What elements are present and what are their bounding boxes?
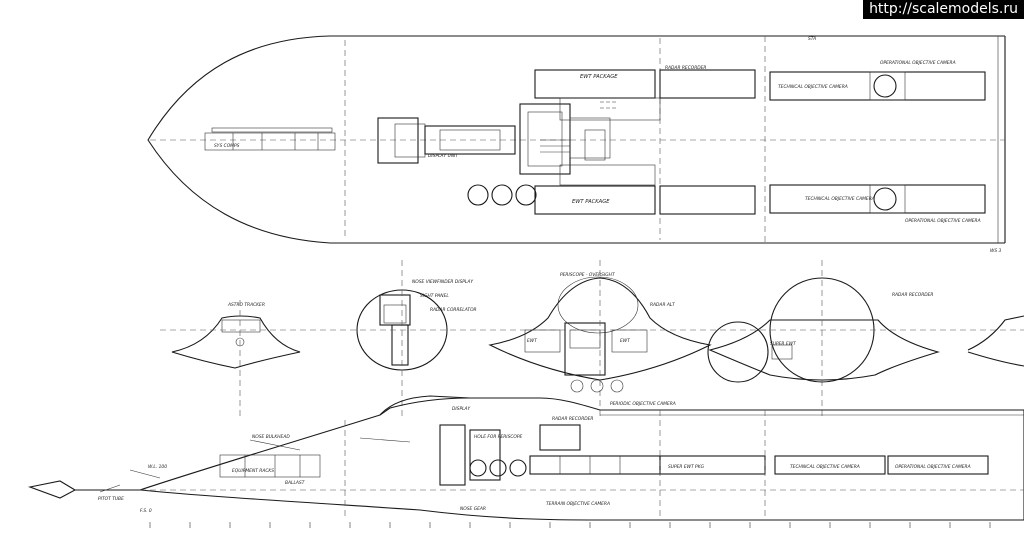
side-label-nose-bulkhead: NOSE BULKHEAD [252,434,290,440]
side-eqpt-bay-1 [529,455,661,475]
xs-label-sight-panel: SIGHT PANEL [420,293,449,299]
xs-label-super-ewt: SUPER EWT [770,341,796,347]
xs-label-mpc-camera: PERIODIC OBJECTIVE CAMERA [610,401,676,407]
side-label-terrain-camera: TERRAIN OBJECTIVE CAMERA [546,501,610,507]
side-camera-bay-1 [774,455,886,475]
plan-label-eqpt-upper: EWT PACKAGE [580,74,618,80]
xs-label-radar-alt: RADAR ALT [650,302,675,308]
plan-label-tech-camera-lower: TECHNICAL OBJECTIVE CAMERA [805,196,875,202]
plan-label-nose-bay: SYS COMPS [214,143,240,149]
side-label-pitot: PITOT TUBE [98,496,124,502]
cross-section-2: NOSE VIEWFINDER DISPLAY SIGHT PANEL RADA… [356,279,477,371]
side-view: PITOT TUBE NOSE BULKHEAD EQUIPMENT RACKS… [27,395,1024,528]
xs-label-astro-tracker: ASTRO TRACKER [227,302,265,308]
plan-label-oper-camera-lower: OPERATIONAL OBJECTIVE CAMERA [905,218,981,224]
side-label-fs: F.S. 0 [140,508,152,514]
side-label-super-ewt: SUPER EWT PKG [668,464,705,470]
xs-label-radar-recorder: RADAR RECORDER [892,292,934,298]
cross-section-5-partial [967,315,1024,367]
plan-camera-bay-lower [769,184,986,214]
plan-view-outline [147,35,1005,244]
cross-section-3: PERISCOPE - OVERSIGHT RADAR ALT EWT EWT … [488,272,712,407]
xs-label-nose-viewfinder: NOSE VIEWFINDER DISPLAY [412,279,473,285]
plan-label-display-unit: DISPLAY UNIT [428,153,458,159]
side-label-nose-gear: NOSE GEAR [460,506,486,512]
side-label-display: DISPLAY [452,406,471,412]
plan-label-oper-camera-upper: OPERATIONAL OBJECTIVE CAMERA [880,60,956,66]
cross-section-1: ASTRO TRACKER [171,302,301,369]
plan-label-radar-recorder: RADAR RECORDER [665,65,707,71]
side-canopy [379,395,471,416]
side-label-radar-recorder: RADAR RECORDER [552,416,594,422]
side-label-hole-periscope: HOLE FOR PERISCOPE [474,434,523,440]
xs-label-eqpt-right: EWT [620,338,630,344]
cross-sections: ASTRO TRACKER NOSE VIEWFINDER DISPLAY SI… [160,260,1024,420]
plan-eqpt-package-lower [534,185,656,215]
side-camera-bay-2 [887,455,989,475]
side-label-oper-camera: OPERATIONAL OBJECTIVE CAMERA [895,464,971,470]
xs-label-radar-correlator: RADAR CORRELATOR [430,307,477,313]
side-label-wl-100: W.L. 100 [148,464,167,470]
xs-label-eqpt-left: EWT [527,338,537,344]
side-label-ballast: BALLAST [285,480,305,486]
plan-view: EWT PACKAGE EWT PACKAGE RADAR RECORDER T… [147,35,1006,254]
plan-label-sta: STA [808,36,816,42]
plan-label-sta-code: WS 3 [990,248,1002,254]
side-label-eqpt-racks: EQUIPMENT RACKS [232,468,274,474]
xs-label-periscope: PERISCOPE - OVERSIGHT [560,272,615,278]
side-view-outline [139,397,1024,521]
watermark-url: http://scalemodels.ru [863,0,1024,19]
side-label-tech-camera: TECHNICAL OBJECTIVE CAMERA [790,464,860,470]
plan-label-eqpt-lower: EWT PACKAGE [572,199,610,205]
plan-label-tech-camera-upper: TECHNICAL OBJECTIVE CAMERA [778,84,848,90]
side-pitot-tip [27,480,77,499]
